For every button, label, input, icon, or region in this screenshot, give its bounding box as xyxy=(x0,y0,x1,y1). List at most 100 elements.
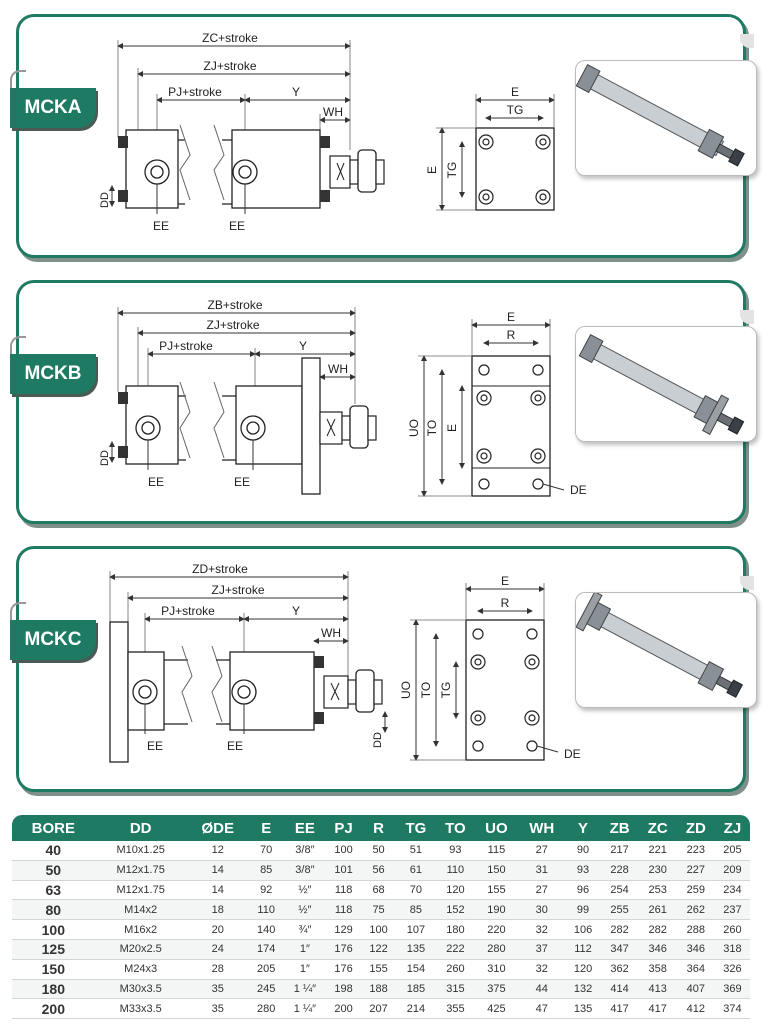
dim-label-pj: PJ+stroke xyxy=(159,339,213,353)
table-cell: 115 xyxy=(474,841,518,861)
page-curl xyxy=(740,576,754,590)
tab-tail-mcka xyxy=(10,70,26,90)
dim-label-dd: DD xyxy=(372,732,384,748)
dim-label-zj: ZJ+stroke xyxy=(206,318,259,332)
table-cell: 176 xyxy=(326,959,362,980)
bore-cell: 50 xyxy=(12,860,95,881)
column-header: UO xyxy=(474,815,518,841)
table-cell: 152 xyxy=(435,899,475,921)
table-cell: 51 xyxy=(396,841,436,861)
table-cell: 140 xyxy=(248,919,284,940)
bore-cell: 125 xyxy=(12,939,95,960)
column-header: ZD xyxy=(676,815,715,841)
table-cell: 209 xyxy=(714,860,750,881)
end-label-uo: UO xyxy=(399,681,413,699)
table-cell: 90 xyxy=(565,841,601,861)
table-cell: M12x1.75 xyxy=(94,880,187,901)
table-cell: 107 xyxy=(396,919,436,940)
table-cell: 96 xyxy=(565,880,601,901)
table-cell: 68 xyxy=(361,880,397,901)
table-cell: 93 xyxy=(435,841,475,861)
table-cell: M20x2.5 xyxy=(94,939,187,960)
table-cell: 174 xyxy=(248,939,284,960)
end-label-r: R xyxy=(501,596,510,610)
table-cell: 100 xyxy=(361,919,397,940)
table-cell: 407 xyxy=(676,979,715,1000)
end-label-e-top: E xyxy=(501,574,509,588)
end-label-to: TO xyxy=(425,420,439,436)
table-cell: 310 xyxy=(474,959,518,980)
table-cell: 414 xyxy=(600,979,639,1000)
table-cell: 220 xyxy=(474,919,518,940)
table-cell: M30x3.5 xyxy=(94,979,187,1000)
table-cell: 364 xyxy=(676,959,715,980)
table-cell: 223 xyxy=(676,841,715,861)
table-cell: 155 xyxy=(474,880,518,901)
table-cell: 412 xyxy=(676,998,715,1020)
table-cell: 237 xyxy=(714,899,750,921)
table-cell: 260 xyxy=(435,959,475,980)
table-cell: 70 xyxy=(396,880,436,901)
dim-label-pj: PJ+stroke xyxy=(161,604,215,618)
table-cell: 1″ xyxy=(283,959,327,980)
column-header: WH xyxy=(517,815,566,841)
table-cell: 417 xyxy=(638,998,677,1020)
table-cell: 288 xyxy=(676,919,715,940)
dim-label-pj: PJ+stroke xyxy=(168,85,222,99)
page-curl xyxy=(740,310,754,324)
table-cell: 1 ¼″ xyxy=(283,979,327,1000)
table-cell: 315 xyxy=(435,979,475,1000)
table-cell: 346 xyxy=(676,939,715,960)
table-cell: 222 xyxy=(435,939,475,960)
table-cell: 120 xyxy=(565,959,601,980)
tab-tail-mckb xyxy=(10,336,26,356)
table-cell: 205 xyxy=(714,841,750,861)
table-cell: 200 xyxy=(326,998,362,1020)
end-label-tg-side: TG xyxy=(445,162,459,179)
table-cell: 20 xyxy=(186,919,249,940)
column-header: ZJ xyxy=(714,815,750,841)
table-cell: 282 xyxy=(600,919,639,940)
table-cell: 112 xyxy=(565,939,601,960)
table-cell: 228 xyxy=(600,860,639,881)
table-cell: 37 xyxy=(517,939,566,960)
table-cell: 12 xyxy=(186,841,249,861)
table-cell: 221 xyxy=(638,841,677,861)
table-cell: 14 xyxy=(186,860,249,881)
table-cell: 255 xyxy=(600,899,639,921)
bore-cell: 40 xyxy=(12,841,95,861)
table-cell: 129 xyxy=(326,919,362,940)
table-cell: 106 xyxy=(565,919,601,940)
table-cell: 118 xyxy=(326,899,362,921)
end-label-to: TO xyxy=(419,682,433,698)
table-cell: 369 xyxy=(714,979,750,1000)
table-cell: 425 xyxy=(474,998,518,1020)
bore-cell: 63 xyxy=(12,880,95,901)
table-cell: 227 xyxy=(676,860,715,881)
table-cell: 24 xyxy=(186,939,249,960)
table-cell: 110 xyxy=(435,860,475,881)
table-cell: 190 xyxy=(474,899,518,921)
table-cell: ½″ xyxy=(283,899,327,921)
table-cell: 27 xyxy=(517,880,566,901)
table-cell: 44 xyxy=(517,979,566,1000)
table-cell: 176 xyxy=(326,939,362,960)
table-cell: 185 xyxy=(396,979,436,1000)
table-cell: ½″ xyxy=(283,880,327,901)
end-label-uo: UO xyxy=(407,419,421,437)
column-header: ZB xyxy=(600,815,639,841)
table-cell: 154 xyxy=(396,959,436,980)
table-cell: M14x2 xyxy=(94,899,187,921)
column-header: DD xyxy=(94,815,187,841)
table-cell: 30 xyxy=(517,899,566,921)
table-cell: 118 xyxy=(326,880,362,901)
bore-cell: 100 xyxy=(12,919,95,940)
panel-label-mcka: MCKA xyxy=(10,88,96,128)
table-cell: 413 xyxy=(638,979,677,1000)
end-label-e-side: E xyxy=(425,166,439,174)
bore-cell: 180 xyxy=(12,979,95,1000)
table-cell: 417 xyxy=(600,998,639,1020)
